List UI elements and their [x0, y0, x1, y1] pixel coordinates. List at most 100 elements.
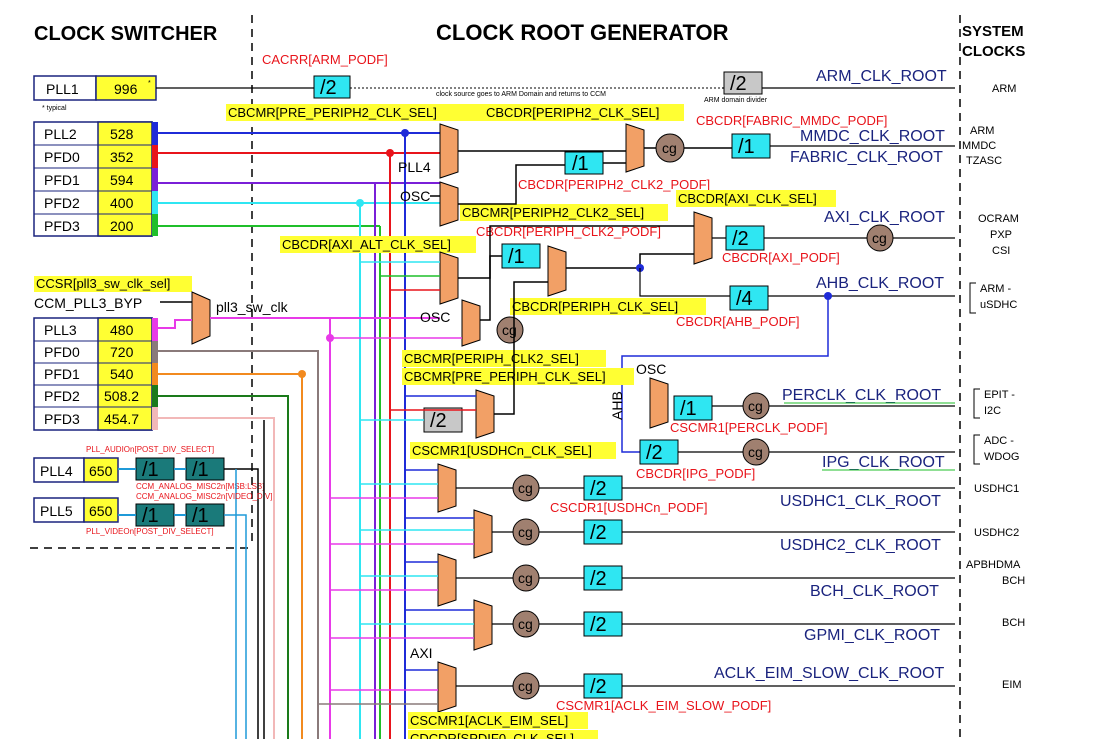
usdhc1-divider: /2 — [590, 478, 607, 500]
perclk-clk-root: PERCLK_CLK_ROOT — [782, 387, 941, 404]
sys-usdhc1: USDHC1 — [974, 483, 1019, 495]
fabric-mmdc-podf-label: CBCDR[FABRIC_MMDC_PODF] — [696, 113, 887, 128]
pll2-pfd3-value: 200 — [110, 218, 134, 234]
usdhc-podf-label: CSCDR1[USDHCn_PODF] — [550, 500, 707, 515]
pre-periph-clk-sel-label: CBCMR[PRE_PERIPH_CLK_SEL] — [404, 369, 606, 384]
sys-adc-2: WDOG — [984, 451, 1019, 463]
sys-epit-2: I2C — [984, 405, 1001, 417]
pll1-name-box — [33, 75, 97, 101]
ipg-podf-label: CBCDR[IPG_PODF] — [636, 466, 755, 481]
arm-divider-box — [313, 75, 351, 99]
pll2-pfd0-value: 352 — [110, 149, 134, 165]
pll2-pfd1-name: PFD1 — [44, 172, 80, 188]
sys-usdhc2: USDHC2 — [974, 527, 1019, 539]
periph-clk2-mux — [461, 299, 481, 347]
pll4-name: PLL4 — [40, 463, 73, 479]
pll5-label-bottom: PLL_VIDEOn[POST_DIV_SELECT] — [86, 527, 214, 536]
ipg-divider: /2 — [646, 442, 663, 464]
axi-divider: /2 — [732, 228, 749, 250]
ipg-cg: cg — [748, 444, 763, 460]
system-clocks-header-2: CLOCKS — [962, 43, 1025, 60]
pll4-div1: /1 — [142, 459, 159, 481]
axi-clk-sel-label: CBCDR[AXI_CLK_SEL] — [678, 191, 817, 206]
sys-arm: ARM — [992, 83, 1016, 95]
arm-podf-label: CACRR[ARM_PODF] — [262, 52, 388, 67]
pll3-sw-mux — [191, 291, 211, 345]
pll3-value: 480 — [110, 322, 134, 338]
periph2-clk2-podf-label: CBCDR[PERIPH2_CLK2_PODF] — [518, 177, 710, 192]
pll5-div2: /1 — [192, 505, 209, 527]
ccsr-label: CCSR[pll3_sw_clk_sel] — [36, 276, 170, 291]
arm-domain-divider-label: ARM domain divider — [704, 97, 768, 104]
sys-bch-1: BCH — [1002, 575, 1025, 587]
sys-bch-2: BCH — [1002, 617, 1025, 629]
mmdc-cg: cg — [662, 140, 677, 156]
bch-mux — [437, 553, 457, 607]
pll5-name: PLL5 — [40, 503, 73, 519]
usdhc2-divider: /2 — [590, 522, 607, 544]
pll3-pfd1-value: 540 — [110, 366, 134, 382]
pll1-mark: * — [148, 80, 151, 87]
sys-mmdc: MMDC — [962, 140, 996, 152]
bch-clk-root: BCH_CLK_ROOT — [810, 583, 939, 600]
aclk-eim-slow-podf-label: CSCMR1[ACLK_EIM_SLOW_PODF] — [556, 698, 771, 713]
pll3-group — [33, 317, 158, 431]
periph-clk-mux — [547, 245, 567, 297]
perclk-podf-label: CSCMR1[PERCLK_PODF] — [670, 420, 827, 435]
perclk-cg: cg — [748, 398, 763, 414]
sys-ocram: OCRAM — [978, 213, 1019, 225]
pll2-pfd0-name: PFD0 — [44, 149, 80, 165]
clock-root-generator-header: CLOCK ROOT GENERATOR — [436, 20, 729, 45]
pll3-pfd3-name: PFD3 — [44, 411, 80, 427]
axi-clk-mux — [693, 211, 713, 265]
pll3-pfd3-value: 454.7 — [104, 411, 139, 427]
sys-eim: EIM — [1002, 679, 1022, 691]
periph2-clk-sel-label: CBCDR[PERIPH2_CLK_SEL] — [486, 105, 659, 120]
sys-tzasc: TZASC — [966, 155, 1002, 167]
pll4-label-top: PLL_AUDIOn[POST_DIV_SELECT] — [86, 445, 214, 454]
periph-clk2-divider: /1 — [508, 246, 525, 268]
gpmi-clk-root: GPMI_CLK_ROOT — [804, 627, 940, 644]
pll5-div1: /1 — [142, 505, 159, 527]
pre-periph-mux — [475, 389, 495, 439]
eim-cg: cg — [518, 678, 533, 694]
ahb-vertical-label: AHB — [609, 391, 625, 420]
sys-arm-2: ARM — [970, 125, 994, 137]
perclk-mux — [649, 377, 669, 429]
periph-clk2-sel-label: CBCMR[PERIPH_CLK2_SEL] — [404, 351, 579, 366]
ahb-clk-root: AHB_CLK_ROOT — [816, 275, 944, 292]
pll5-value: 650 — [89, 503, 113, 519]
spdif-clk-sel-label: CDCDR[SPDIF0_CLK_SEL] — [410, 731, 574, 739]
pll2-wires — [158, 132, 440, 739]
usdhc2-cg: cg — [518, 524, 533, 540]
eim-clk-root: ACLK_EIM_SLOW_CLK_ROOT — [714, 665, 945, 682]
ahb-podf-label: CBCDR[AHB_PODF] — [676, 314, 800, 329]
pll1-name: PLL1 — [46, 81, 79, 97]
bch-divider: /2 — [590, 568, 607, 590]
periph2-clk2-mux — [439, 181, 459, 227]
pll2-pfd3-name: PFD3 — [44, 218, 80, 234]
pll1-value-box — [95, 75, 157, 101]
arm-domain-divider-box — [723, 71, 763, 95]
gpmi-cg: cg — [518, 616, 533, 632]
eim-mux — [437, 661, 457, 713]
eim-divider: /2 — [590, 676, 607, 698]
ipg-clk-root: IPG_CLK_ROOT — [822, 454, 945, 471]
sys-epit-1: EPIT - — [984, 389, 1015, 401]
periph2-clk2-divider: /1 — [572, 153, 589, 175]
usdhc-clk-sel-label: CSCMR1[USDHCn_CLK_SEL] — [412, 443, 592, 458]
usdhc1-cg: cg — [518, 480, 533, 496]
arm-divider: /2 — [320, 77, 337, 99]
pll3-name: PLL3 — [44, 322, 77, 338]
pll3-pfd1-name: PFD1 — [44, 366, 80, 382]
pll4-value: 650 — [89, 463, 113, 479]
pll5-label-top: CCM_ANALOG_MISC2n[VIDEO_DIV] — [136, 492, 272, 501]
pll1-value: 996 — [114, 81, 138, 97]
pll4-label-bottom: CCM_ANALOG_MISC2n[MSB:LSB] — [136, 482, 264, 491]
osc-input-label-3: OSC — [636, 361, 666, 377]
sys-arm-usdhc-1: ARM - — [980, 283, 1012, 295]
pll2-group — [33, 121, 158, 237]
periph2-mux — [625, 123, 645, 173]
osc-input-label-2: OSC — [420, 309, 450, 325]
